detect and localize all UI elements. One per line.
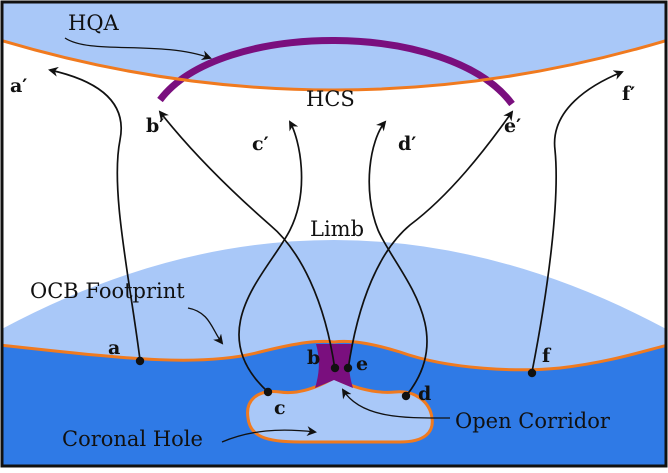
- footpoint-f: [527, 368, 537, 378]
- footpoint-c: [263, 387, 273, 397]
- footpoint-e: [343, 363, 353, 373]
- point-label-f: f: [542, 345, 552, 367]
- field-line-c: [238, 120, 303, 393]
- outer-sphere-region: [3, 3, 665, 90]
- field-line-d: [368, 120, 428, 397]
- label-coronal-hole: Coronal Hole: [62, 427, 203, 451]
- hqa-pointer: [64, 37, 212, 61]
- point-label-c: c: [274, 397, 286, 419]
- label-limb: Limb: [310, 217, 364, 241]
- footpoint-a: [135, 356, 145, 366]
- ocb-footprint-pointer: [187, 307, 224, 345]
- open-corridor-pointer: [341, 388, 451, 419]
- point-label-b: b: [307, 347, 320, 369]
- hcs-arc: [157, 37, 515, 107]
- point-label-e: e: [356, 353, 368, 375]
- label-hqa: HQA: [68, 11, 120, 35]
- label-hcs: HCS: [306, 87, 355, 111]
- field-line-e: [347, 110, 514, 371]
- point-label-a: a: [108, 337, 120, 359]
- coronal-hole-pointer: [221, 426, 317, 443]
- point-label-d-prime: d′: [398, 133, 416, 155]
- outer-sphere-boundary: [3, 39, 665, 92]
- label-ocb-footprint: OCB Footprint: [30, 279, 185, 303]
- point-label-f-prime: f′: [622, 83, 635, 105]
- field-line-b: [158, 110, 336, 371]
- field-line-f: [531, 70, 624, 373]
- footpoint-b: [330, 363, 340, 373]
- coronal-hole-region: [246, 376, 434, 444]
- point-label-d: d: [418, 383, 431, 405]
- label-open-corridor: Open Corridor: [455, 409, 611, 433]
- point-label-a-prime: a′: [10, 75, 27, 97]
- footpoint-d: [401, 391, 411, 401]
- point-label-b-prime: b′: [146, 115, 164, 137]
- point-label-e-prime: e′: [504, 115, 521, 137]
- field-line-a: [48, 66, 141, 361]
- point-label-c-prime: c′: [252, 133, 269, 155]
